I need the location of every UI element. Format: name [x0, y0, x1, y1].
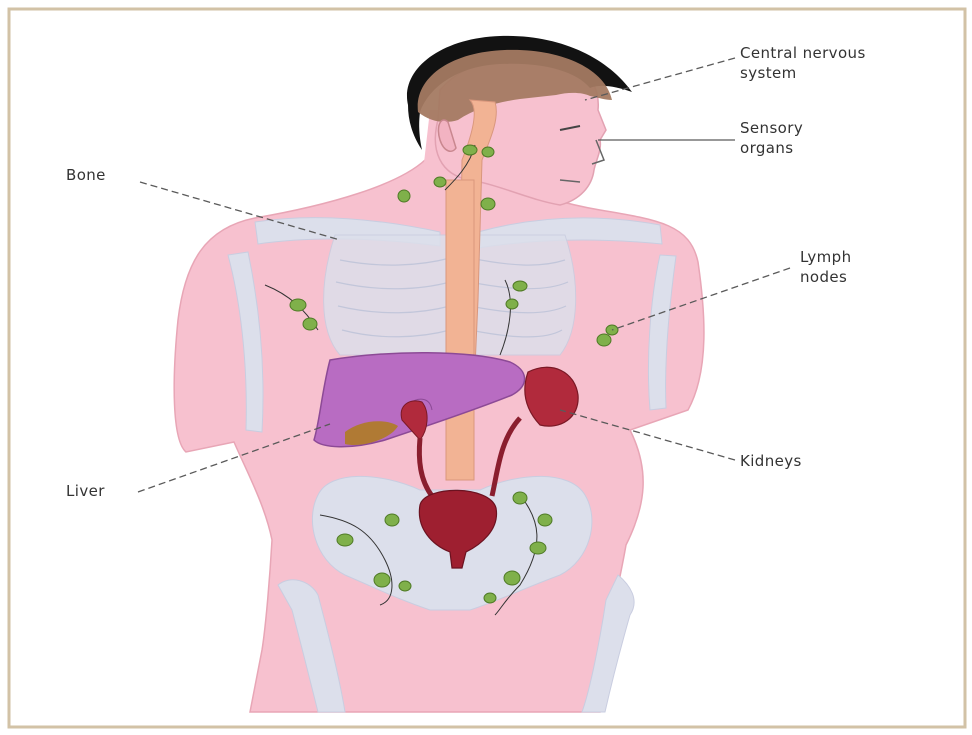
label-liver: Liver	[66, 482, 105, 500]
label-sensory-line2: organs	[740, 139, 794, 157]
label-kidneys: Kidneys	[740, 452, 802, 470]
label-cns-line2: system	[740, 64, 797, 82]
label-lymph-line1: Lymph	[800, 248, 852, 266]
label-lymph-line2: nodes	[800, 268, 847, 286]
label-bone: Bone	[66, 166, 106, 184]
label-sensory-line1: Sensory	[740, 119, 803, 137]
spinal-column	[446, 180, 474, 480]
label-cns-line1: Central nervous	[740, 44, 866, 62]
